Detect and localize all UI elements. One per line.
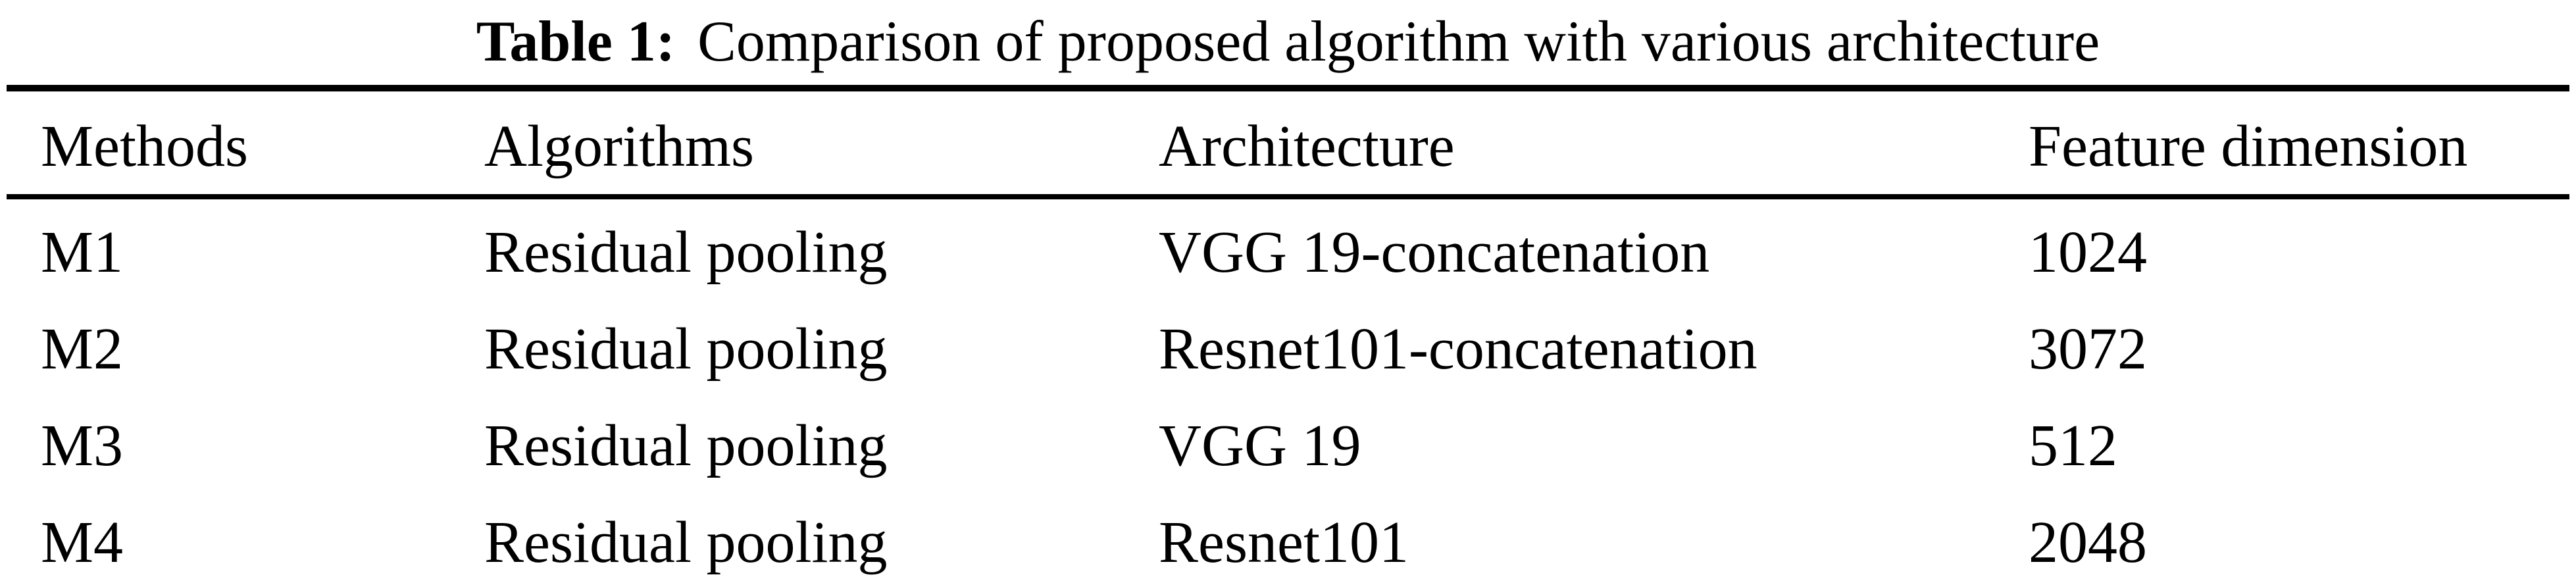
cell-method: M3 (41, 413, 124, 478)
column-header-algorithms: Algorithms (484, 88, 1159, 199)
cell-algorithm: Residual pooling (484, 220, 888, 285)
cell-architecture: VGG 19-concatenation (1159, 220, 1710, 285)
table-row: M4 Residual pooling Resnet101 2048 (7, 490, 2569, 579)
column-header-architecture: Architecture (1159, 88, 2029, 199)
table-header: Methods Algorithms Architecture Feature … (7, 88, 2569, 199)
cell-feature-dimension: 1024 (2029, 220, 2147, 285)
table-row: M1 Residual pooling VGG 19-concatenation… (7, 197, 2569, 296)
cell-method: M4 (41, 510, 124, 575)
cell-architecture: VGG 19 (1159, 413, 1361, 478)
cell-feature-dimension: 3072 (2029, 316, 2147, 382)
cell-architecture: Resnet101 (1159, 510, 1409, 575)
header-row: Methods Algorithms Architecture Feature … (7, 88, 2569, 199)
cell-algorithm: Residual pooling (484, 510, 888, 575)
cell-feature-dimension: 2048 (2029, 510, 2147, 575)
table-body: M1 Residual pooling VGG 19-concatenation… (7, 197, 2569, 579)
cell-algorithm: Residual pooling (484, 316, 888, 382)
table-row: M2 Residual pooling Resnet101-concatenat… (7, 296, 2569, 393)
cell-method: M2 (41, 316, 124, 382)
cell-algorithm: Residual pooling (484, 413, 888, 478)
column-header-feature-dimension: Feature dimension (2029, 88, 2569, 199)
column-header-methods: Methods (7, 88, 484, 199)
table-caption-label: Table 1: (476, 10, 676, 74)
cell-feature-dimension: 512 (2029, 413, 2117, 478)
table-caption-text: Comparison of proposed algorithm with va… (697, 10, 2100, 74)
table-caption: Table 1: Comparison of proposed algorithm… (0, 0, 2576, 85)
comparison-table: Methods Algorithms Architecture Feature … (7, 85, 2569, 579)
table-row: M3 Residual pooling VGG 19 512 (7, 393, 2569, 490)
cell-method: M1 (41, 220, 124, 285)
cell-architecture: Resnet101-concatenation (1159, 316, 1757, 382)
